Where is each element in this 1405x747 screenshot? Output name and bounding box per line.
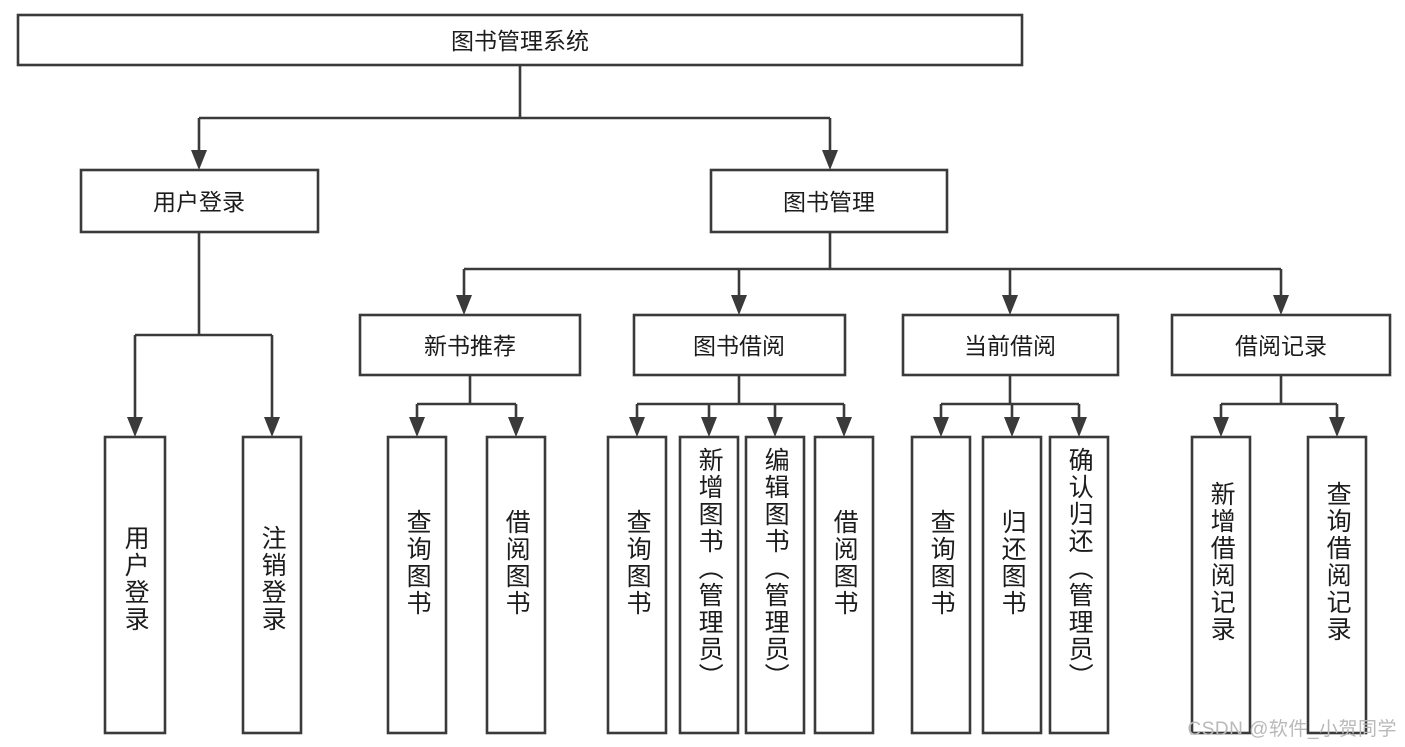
arrowhead-leaf-add-borrow-record — [1213, 417, 1229, 437]
leaf-query-borrow-record-box[interactable] — [1306, 435, 1368, 735]
node-book-management[interactable]: 图书管理 — [709, 168, 949, 234]
node-new-book-recommend[interactable]: 新书推荐 — [358, 313, 582, 377]
connector-group-book-borrow — [629, 375, 852, 437]
node-book-borrow-label: 图书借阅 — [693, 333, 785, 359]
leaf-return-book-box[interactable] — [981, 435, 1043, 735]
leaf-edit-book-box[interactable] — [744, 435, 806, 735]
node-borrow-record-box[interactable] — [1170, 313, 1392, 377]
connector-group-user-login — [127, 232, 280, 437]
node-book-borrow[interactable]: 图书借阅 — [632, 313, 847, 377]
node-user-login-box[interactable] — [79, 168, 320, 234]
node-current-borrow-box[interactable] — [901, 313, 1120, 377]
arrowhead-leaf-confirm-return — [1071, 417, 1087, 437]
leaf-add-borrow-record-box[interactable] — [1190, 435, 1252, 735]
node-book-borrow-box[interactable] — [632, 313, 847, 377]
leaf-query-book-3-box[interactable] — [910, 435, 972, 735]
leaf-borrow-book-2-box[interactable] — [813, 435, 875, 735]
watermark-text: CSDN @软件_小贺同学 — [1187, 719, 1397, 740]
connector-group-root — [191, 65, 838, 170]
arrowhead-leaf-edit-book — [767, 417, 783, 437]
arrowhead-leaf-return-book — [1004, 417, 1020, 437]
leaf-user-logout-box[interactable] — [241, 435, 303, 735]
leaf-confirm-return-box[interactable] — [1048, 435, 1110, 735]
arrowhead-user-login — [191, 150, 207, 170]
arrowhead-leaf-borrow-book-1 — [508, 417, 524, 437]
leaf-query-book-2-box[interactable] — [606, 435, 668, 735]
arrowhead-leaf-user-login — [127, 417, 143, 437]
connector-group-new-book-recommend — [409, 375, 524, 437]
connector-group-current-borrow — [933, 375, 1087, 437]
node-current-borrow-label: 当前借阅 — [964, 333, 1056, 359]
leaf-boxes — [103, 435, 1368, 735]
node-book-management-box[interactable] — [709, 168, 949, 234]
arrowhead-leaf-user-logout — [264, 417, 280, 437]
node-borrow-record[interactable]: 借阅记录 — [1170, 313, 1392, 377]
connector-group-book-management — [456, 232, 1289, 315]
node-new-book-recommend-label: 新书推荐 — [424, 333, 516, 359]
node-root[interactable]: 图书管理系统 — [16, 13, 1024, 67]
leaf-add-book-box[interactable] — [678, 435, 740, 735]
leaf-borrow-book-1-box[interactable] — [485, 435, 547, 735]
leaf-query-book-1-box[interactable] — [386, 435, 448, 735]
node-root-label: 图书管理系统 — [451, 28, 589, 54]
arrowhead-book-borrow — [731, 295, 747, 315]
arrowhead-current-borrow — [1002, 295, 1018, 315]
arrowhead-leaf-add-book — [701, 417, 717, 437]
connector-group-borrow-record — [1213, 375, 1345, 437]
arrowhead-leaf-borrow-book-2 — [836, 417, 852, 437]
node-user-login-label: 用户登录 — [153, 189, 245, 215]
arrowhead-book-management — [822, 150, 838, 170]
node-borrow-record-label: 借阅记录 — [1235, 333, 1327, 359]
node-current-borrow[interactable]: 当前借阅 — [901, 313, 1120, 377]
arrowhead-borrow-record — [1273, 295, 1289, 315]
arrowhead-leaf-query-book-3 — [933, 417, 949, 437]
arrowhead-leaf-query-book-1 — [409, 417, 425, 437]
node-book-management-label: 图书管理 — [783, 189, 875, 215]
arrowhead-leaf-query-book-2 — [629, 417, 645, 437]
node-user-login[interactable]: 用户登录 — [79, 168, 320, 234]
leaf-user-login-box[interactable] — [103, 435, 167, 735]
node-new-book-recommend-box[interactable] — [358, 313, 582, 377]
arrowhead-new-book-recommend — [456, 295, 472, 315]
arrowhead-leaf-query-borrow-record — [1329, 417, 1345, 437]
node-root-box[interactable] — [16, 13, 1024, 67]
